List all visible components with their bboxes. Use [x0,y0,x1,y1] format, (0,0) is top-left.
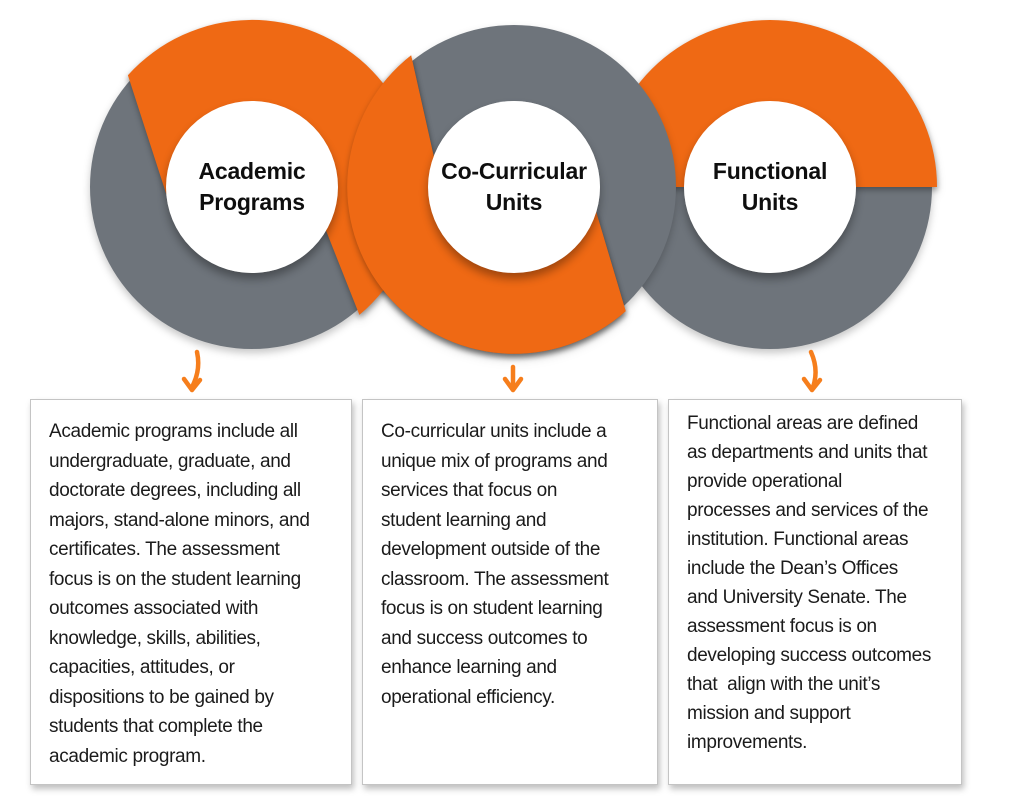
arrow-co-curricular [502,364,524,393]
ring-academic-orange-arc [127,19,420,315]
hub-co-curricular-units: Co-Curricular Units [428,101,600,273]
ring-academic-programs [90,19,420,349]
description-text-functional-units: Functional areas are defined as departme… [687,413,932,753]
hub-label-academic-programs: Academic Programs [198,158,306,215]
arrow-academic [181,349,203,393]
ring-functional-units [603,20,937,349]
down-arrow-icon [189,349,201,390]
ring-functional-orange-arc [603,20,937,187]
down-arrow-head-icon [502,376,524,393]
hub-label-functional-units: Functional Units [712,158,828,215]
description-box-functional-units: Functional areas are defined as departme… [668,399,962,785]
hub-label-co-curricular-units: Co-Curricular Units [441,158,587,215]
down-arrow-head-icon [181,376,203,393]
hub-academic-programs: Academic Programs [166,101,338,273]
down-arrow-head-icon [801,376,823,393]
arrow-functional [801,349,823,393]
description-text-co-curricular-units: Co-curricular units include a unique mix… [381,421,609,708]
ring-co-curricular-orange-arc-overlap [347,55,626,354]
hub-functional-units: Functional Units [684,101,856,273]
description-box-academic-programs: Academic programs include all undergradu… [30,399,352,785]
description-box-co-curricular-units: Co-curricular units include a unique mix… [362,399,658,785]
description-text-academic-programs: Academic programs include all undergradu… [49,421,310,767]
down-arrow-icon [808,349,818,390]
